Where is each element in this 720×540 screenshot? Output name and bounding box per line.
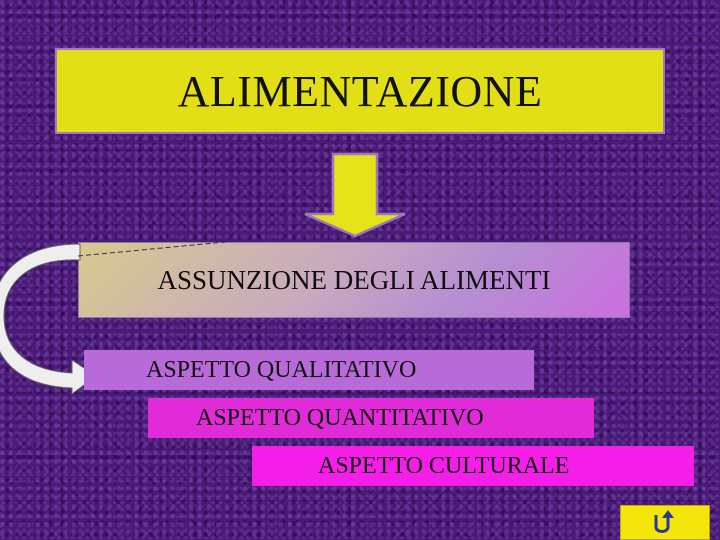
return-button[interactable]	[620, 505, 710, 540]
aspetto-qualitativo-box: ASPETTO QUALITATIVO	[84, 350, 534, 390]
arrow-down-icon	[304, 152, 406, 237]
aspetto-qualitativo-label: ASPETTO QUALITATIVO	[146, 356, 417, 383]
title-box: ALIMENTAZIONE	[55, 48, 665, 134]
aspetto-quantitativo-label: ASPETTO QUANTITATIVO	[196, 404, 484, 431]
aspetto-quantitativo-box: ASPETTO QUANTITATIVO	[148, 398, 594, 438]
slide-title: ALIMENTAZIONE	[177, 66, 543, 116]
aspetto-culturale-label: ASPETTO CULTURALE	[318, 452, 570, 479]
assunzione-label: ASSUNZIONE DEGLI ALIMENTI	[157, 264, 551, 295]
assunzione-box: ASSUNZIONE DEGLI ALIMENTI	[78, 242, 630, 318]
return-arrow-icon	[654, 509, 674, 533]
aspetto-culturale-box: ASPETTO CULTURALE	[252, 446, 694, 486]
